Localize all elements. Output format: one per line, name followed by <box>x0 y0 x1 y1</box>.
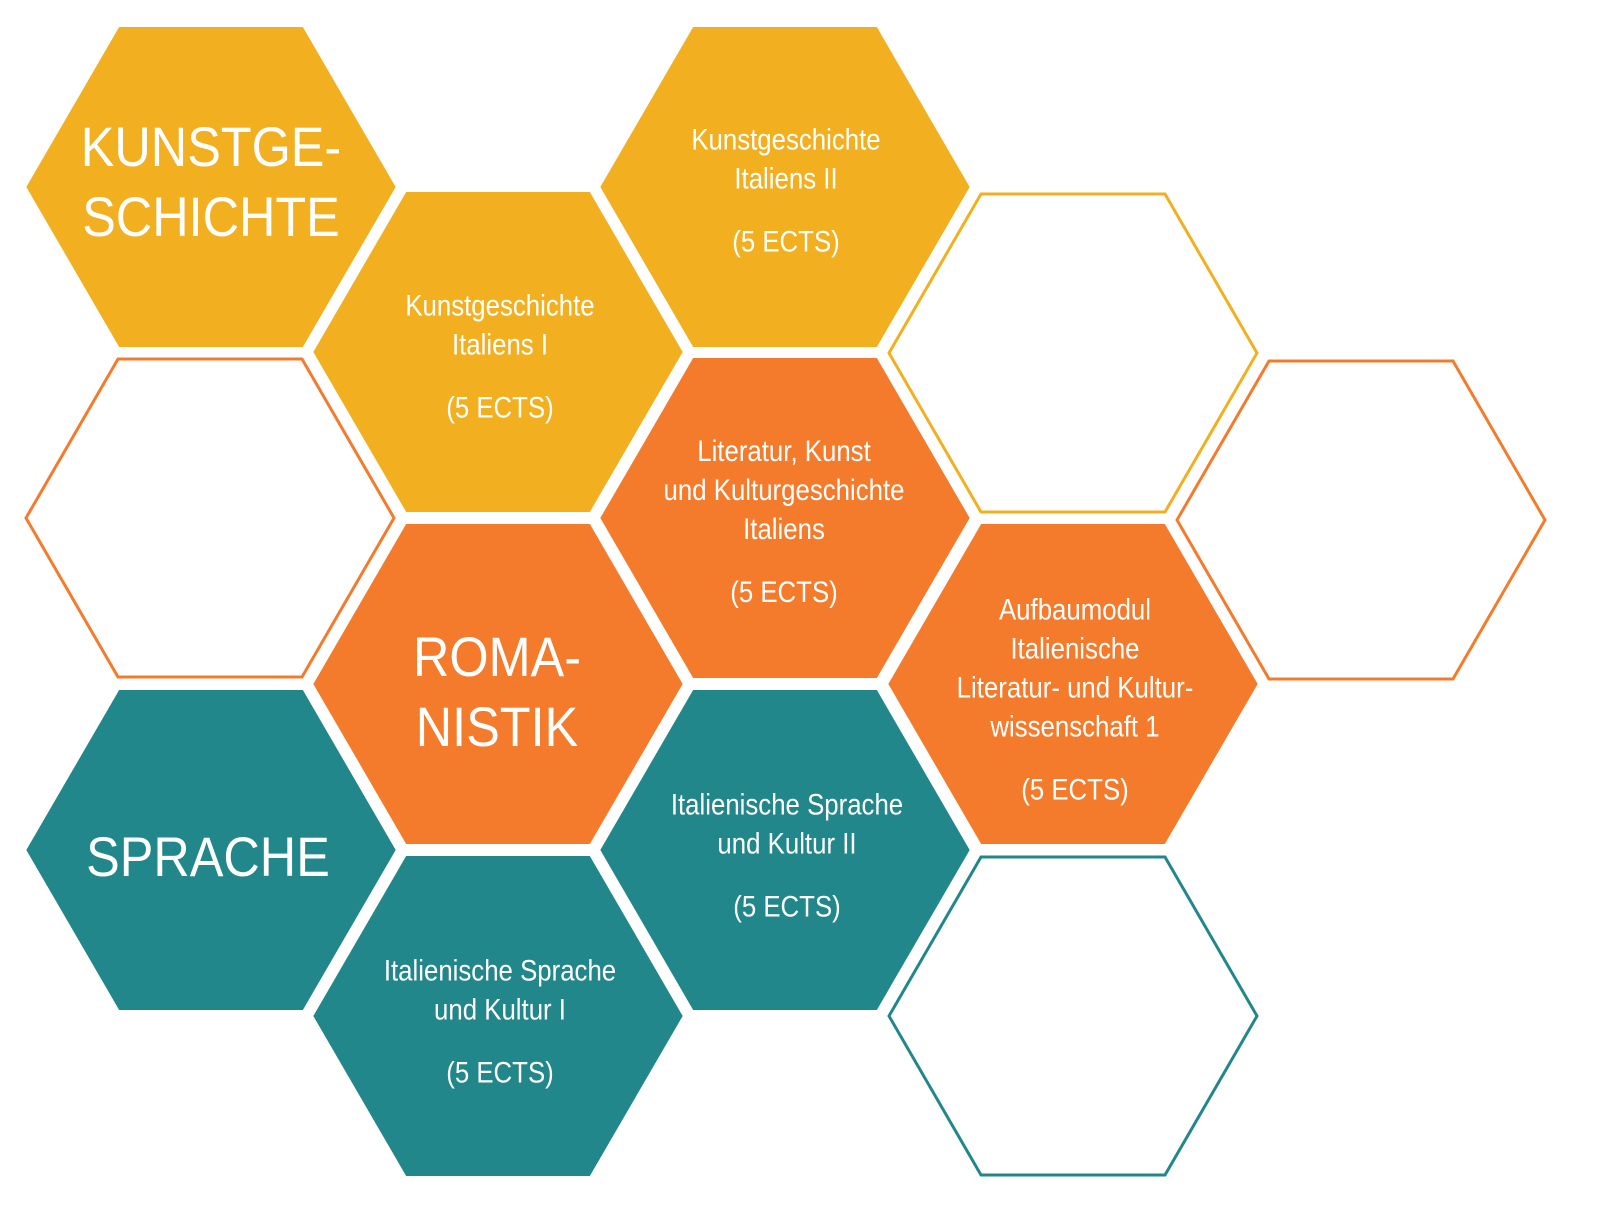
ects-label: (5 ECTS) <box>446 1056 554 1090</box>
label-line: ROMA- <box>413 625 581 688</box>
ects-label: (5 ECTS) <box>446 391 554 425</box>
hex-kunstgeschichte <box>21 23 401 351</box>
hex-empty-orange-right <box>1175 359 1547 681</box>
hex-sprache-kultur-1 <box>308 852 688 1180</box>
label-line: Italienische <box>1010 632 1140 666</box>
label-line: Italiens <box>743 513 825 546</box>
hex-kunstgeschichte-1: Kunstgeschichte Italiens I (5 ECTS) <box>320 287 680 428</box>
label-line: NISTIK <box>415 695 579 758</box>
hex-literatur <box>595 354 975 682</box>
hex-sprache-kultur-2 <box>595 686 975 1014</box>
hex-empty-yellow <box>887 192 1259 514</box>
label-line: wissenschaft 1 <box>990 710 1160 744</box>
label-line: und Kultur II <box>717 827 857 861</box>
label-line: und Kultur I <box>434 993 566 1027</box>
label-line: SCHICHTE <box>82 185 340 248</box>
hex-empty-orange-left <box>24 357 396 679</box>
label-line: Italienische Sprache <box>383 954 617 988</box>
hex-sprache <box>21 686 401 1014</box>
label-line: und Kulturgeschichte <box>663 474 905 507</box>
hex-romanistik <box>308 520 688 848</box>
hex-romanistik-title: ROMA- NISTIK <box>317 622 677 762</box>
hex-empty-teal <box>887 855 1259 1177</box>
hex-sprache-title: SPRACHE <box>28 822 388 892</box>
label-line: Literatur, Kunst <box>697 435 871 468</box>
ects-label: (5 ECTS) <box>1021 773 1129 807</box>
hex-kunstgeschichte-2 <box>595 23 975 351</box>
hex-kunstgeschichte-1 <box>308 188 688 516</box>
hex-aufbaumodul <box>883 520 1263 848</box>
hex-sprache-kultur-1: Italienische Sprache und Kultur I (5 ECT… <box>320 952 680 1093</box>
label-line: Italiens II <box>734 162 838 196</box>
hex-literatur-kunst-kulturgeschichte: Literatur, Kunst und Kulturgeschichte It… <box>604 432 964 612</box>
ects-label: (5 ECTS) <box>733 890 841 924</box>
label-line: SPRACHE <box>86 825 330 888</box>
ects-label: (5 ECTS) <box>730 576 838 609</box>
label-line: Kunstgeschichte <box>691 123 881 157</box>
hex-kunstgeschichte-title: KUNSTGE- SCHICHTE <box>31 112 391 252</box>
hex-sprache-kultur-2: Italienische Sprache und Kultur II (5 EC… <box>607 786 967 927</box>
label-line: KUNSTGE- <box>80 115 342 178</box>
ects-label: (5 ECTS) <box>732 225 840 259</box>
label-line: Kunstgeschichte <box>405 289 595 323</box>
label-line: Italiens I <box>451 328 549 362</box>
label-line: Aufbaumodul <box>998 593 1152 627</box>
hex-aufbaumodul: Aufbaumodul Italienische Literatur- und … <box>895 591 1255 810</box>
label-line: Literatur- und Kultur- <box>956 671 1194 705</box>
label-line: Italienische Sprache <box>670 788 904 822</box>
hex-kunstgeschichte-2: Kunstgeschichte Italiens II (5 ECTS) <box>606 121 966 262</box>
